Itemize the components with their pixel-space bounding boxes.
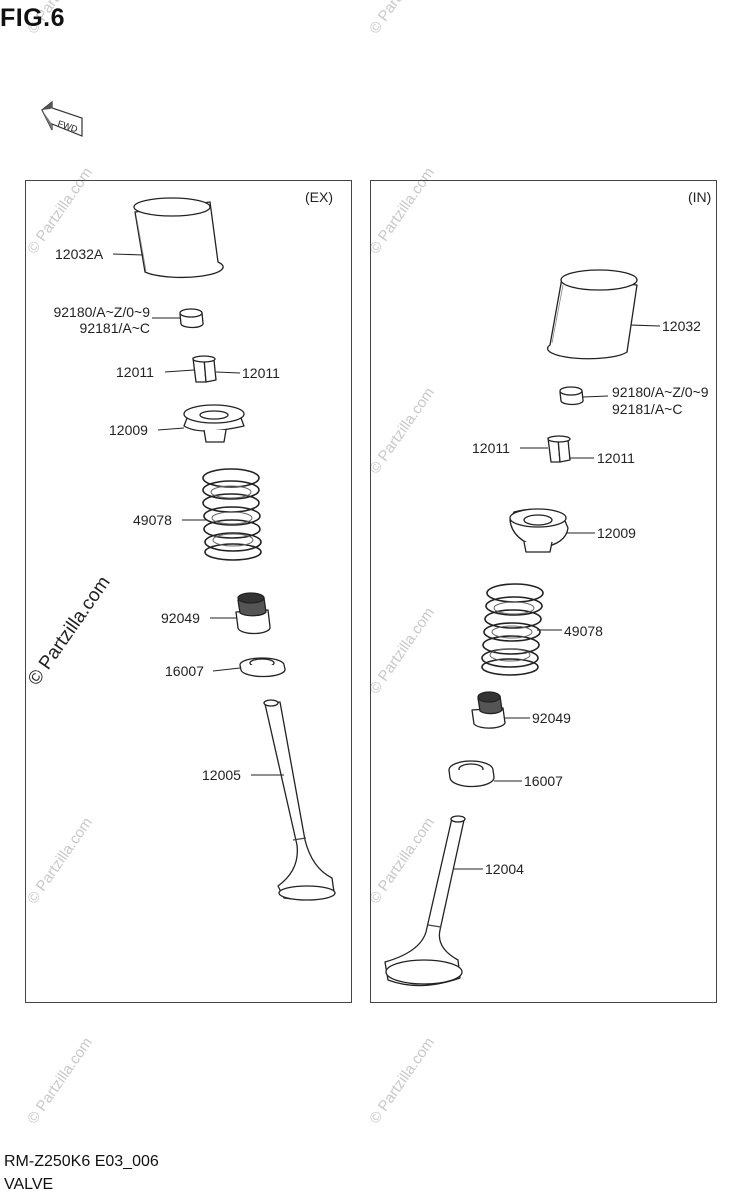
in-seal-shape: [471, 691, 506, 729]
ex-tappet-label: 12032A: [55, 246, 104, 262]
in-tappet-label: 12032: [662, 318, 701, 334]
in-seat-label: 16007: [524, 773, 563, 789]
in-spring-shape: [481, 583, 544, 676]
ex-tappet-shape: [133, 197, 224, 279]
in-retainer-label: 12009: [597, 525, 636, 541]
in-valve-shape: [384, 815, 466, 987]
in-seat-shape: [448, 760, 495, 788]
ex-retainer-label: 12009: [109, 422, 148, 438]
ex-valve-label: 12005: [202, 767, 241, 783]
ex-shim-label-2: 92181/A~C: [79, 320, 150, 336]
in-valve-label: 12004: [485, 861, 524, 877]
in-tappet-shape: [546, 269, 638, 360]
ex-seal-label: 92049: [161, 610, 200, 626]
in-spring-label: 49078: [564, 623, 603, 639]
figure-title: FIG.6: [0, 4, 66, 32]
in-shim-label-2: 92181/A~C: [612, 401, 683, 417]
ex-seat-label: 16007: [165, 663, 204, 679]
ex-retainer-shape: [183, 404, 245, 443]
ex-spring-label: 49078: [133, 512, 172, 528]
ex-cotter-shape: [192, 355, 217, 383]
in-retainer-shape: [509, 508, 569, 553]
diagram-code: RM-Z250K6 E03_006: [4, 1153, 159, 1170]
in-cotter-label-right: 12011: [597, 450, 635, 466]
in-shim-shape: [559, 386, 584, 406]
in-cotter-shape: [547, 435, 571, 463]
ex-cotter-label-right: 12011: [242, 365, 280, 381]
intake-panel: [370, 180, 717, 1003]
ex-shim-label: 92180/A~Z/0~9: [53, 304, 150, 320]
ex-valve-shape: [263, 699, 336, 901]
ex-cotter-label-left: 12011: [116, 364, 154, 380]
exhaust-panel-label: (EX): [305, 189, 333, 205]
in-cotter-label-left: 12011: [472, 440, 510, 456]
in-seal-label: 92049: [532, 710, 571, 726]
intake-panel-label: (IN): [688, 189, 712, 205]
fwd-arrow-icon: FWD: [41, 100, 83, 137]
ex-seal-shape: [235, 592, 271, 635]
in-shim-label: 92180/A~Z/0~9: [612, 384, 709, 400]
ex-shim-shape: [179, 308, 204, 329]
exhaust-panel: [25, 180, 352, 1003]
ex-seat-shape: [239, 657, 286, 678]
ex-spring-shape: [202, 468, 262, 561]
diagram-name: VALVE: [4, 1176, 54, 1193]
